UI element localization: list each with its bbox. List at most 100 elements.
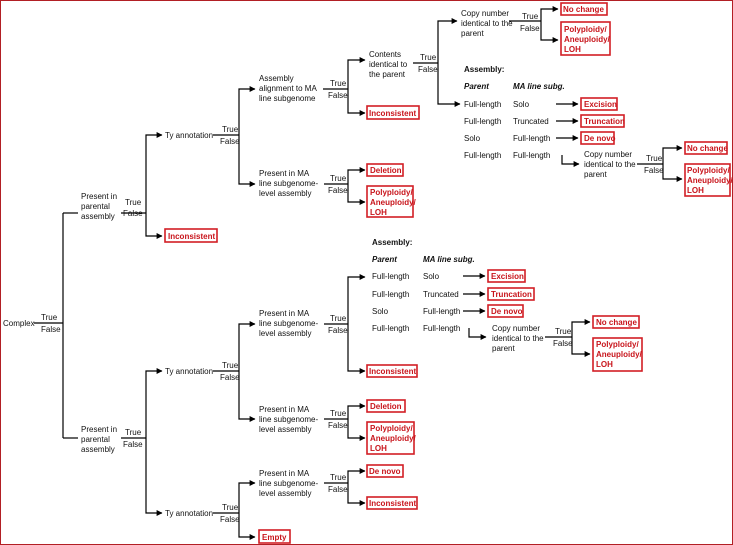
upper-tf5-true: True: [522, 12, 539, 21]
upper-tf6-true: True: [646, 154, 663, 163]
outcome-truncation-1: Truncation: [584, 117, 625, 126]
outcome-polyploidy-4-l1: Polyploidy/: [596, 340, 639, 349]
lower-row2-ma: Truncated: [423, 290, 459, 299]
outcome-no-change-1: No change: [563, 5, 604, 14]
lower-col-parent: Parent: [372, 255, 397, 264]
connectors: [34, 6, 683, 540]
present-ma-3-l3: level assembly: [259, 425, 311, 434]
upper-tf6-false: False: [644, 166, 664, 175]
outcome-de-novo-3: De novo: [369, 467, 401, 476]
outcome-polyploidy-2-l2: Aneuploidy/: [687, 176, 732, 185]
lower-tf7-true: True: [330, 473, 347, 482]
outcome-boxes: [164, 2, 731, 544]
upper-row2-ma: Truncated: [513, 117, 549, 126]
copy-number-3-l1: Copy number: [492, 324, 540, 333]
lower-tf3-true: True: [330, 314, 347, 323]
upper-tf2-true: True: [222, 125, 239, 134]
outcome-box-excision-1: [580, 97, 618, 111]
upper-present-parental-l1: Present in: [81, 192, 117, 201]
upper-row2-parent: Full-length: [464, 117, 501, 126]
contents-identical-l1: Contents: [369, 50, 401, 59]
outcome-box-de-novo-2: [487, 304, 524, 318]
root-label: Complex: [3, 319, 35, 328]
upper-row4-parent: Full-length: [464, 151, 501, 160]
lower-tf-true: True: [125, 428, 142, 437]
outcome-deletion-1: Deletion: [370, 166, 402, 175]
outcome-box-inconsistent-b: [366, 105, 420, 120]
outcome-box-polyploidy-5: [366, 421, 415, 455]
outcome-de-novo-2: De novo: [491, 307, 523, 316]
upper-tf7-true: True: [330, 174, 347, 183]
outcome-polyploidy-3-l2: Aneuploidy/: [370, 198, 417, 207]
outcome-box-truncation-1: [580, 114, 625, 128]
lower-row4-parent: Full-length: [372, 324, 409, 333]
present-ma-2-l1: Present in MA: [259, 309, 310, 318]
outcome-box-inconsistent-c: [366, 364, 418, 378]
copy-number-2-l3: parent: [584, 170, 607, 179]
lower-tf5-false: False: [328, 421, 348, 430]
outcome-no-change-3: No change: [596, 318, 637, 327]
assembly-alignment-l1: Assembly: [259, 74, 294, 83]
upper-present-parental-l2: parental: [81, 202, 110, 211]
outcome-inconsistent-c: Inconsistent: [369, 367, 416, 376]
lower-tf5-true: True: [330, 409, 347, 418]
copy-number-2-l1: Copy number: [584, 150, 632, 159]
outcome-box-no-change-3: [592, 315, 640, 329]
outcome-box-no-change-2: [684, 141, 728, 155]
root-false: False: [41, 325, 61, 334]
contents-identical-l2: identical to: [369, 60, 408, 69]
outcome-box-de-novo-3: [366, 464, 404, 478]
outcome-truncation-2: Truncation: [491, 290, 532, 299]
present-ma-3-l1: Present in MA: [259, 405, 310, 414]
copy-number-3-l3: parent: [492, 344, 515, 353]
present-ma-2-l2: line subgenome-: [259, 319, 318, 328]
upper-tf3-false: False: [328, 91, 348, 100]
copy-number-top-l3: parent: [461, 29, 484, 38]
outcome-box-polyploidy-3: [366, 185, 414, 218]
present-ma-4-l1: Present in MA: [259, 469, 310, 478]
upper-tf5-false: False: [520, 24, 540, 33]
lower-row3-parent: Solo: [372, 307, 389, 316]
upper-tf4-true: True: [420, 53, 437, 62]
upper-assembly-title: Assembly:: [464, 65, 504, 74]
outcome-box-empty: [258, 529, 291, 544]
lower-tf4-true: True: [555, 327, 572, 336]
lower-row2-parent: Full-length: [372, 290, 409, 299]
outcome-box-inconsistent-d: [366, 496, 418, 510]
outcome-polyploidy-1-l3: LOH: [564, 45, 581, 54]
outcome-box-inconsistent-a: [164, 228, 218, 243]
lower-row4-ma: Full-length: [423, 324, 460, 333]
present-ma-4-l3: level assembly: [259, 489, 311, 498]
lower-present-parental-l1: Present in: [81, 425, 117, 434]
outcome-polyploidy-3-l1: Polyploidy/: [370, 188, 413, 197]
present-ma-3-l2: line subgenome-: [259, 415, 318, 424]
upper-tf2-false: False: [220, 137, 240, 146]
outcome-empty: Empty: [262, 533, 287, 542]
outcome-excision-2: Excision: [491, 272, 524, 281]
outcome-box-de-novo-1: [580, 131, 615, 145]
root-true: True: [41, 313, 58, 322]
outcome-polyploidy-1-l1: Polyploidy/: [564, 25, 607, 34]
upper-tf7-false: False: [328, 186, 348, 195]
upper-row1-parent: Full-length: [464, 100, 501, 109]
lower-tf4-false: False: [553, 339, 573, 348]
outcome-box-polyploidy-1: [560, 21, 611, 56]
upper-tf4-false: False: [418, 65, 438, 74]
upper-row3-ma: Full-length: [513, 134, 550, 143]
upper-col-ma: MA line subg.: [513, 82, 565, 91]
outcome-deletion-2: Deletion: [370, 402, 402, 411]
outcome-box-polyploidy-2: [684, 163, 731, 197]
outcome-polyploidy-1-l2: Aneuploidy/: [564, 35, 611, 44]
outcome-inconsistent-b: Inconsistent: [369, 109, 416, 118]
present-ma-2-l3: level assembly: [259, 329, 311, 338]
lower-ty-annotation-2: Ty annotation: [165, 509, 213, 518]
lower-tf7-false: False: [328, 485, 348, 494]
assembly-alignment-l2: alignment to MA: [259, 84, 317, 93]
outcome-polyploidy-4-l2: Aneuploidy/: [596, 350, 643, 359]
lower-present-parental-l3: assembly: [81, 445, 115, 454]
present-ma-1-l1: Present in MA: [259, 169, 310, 178]
upper-present-parental-l3: assembly: [81, 212, 115, 221]
assembly-alignment-l3: line subgenome: [259, 94, 316, 103]
outcome-polyploidy-4-l3: LOH: [596, 360, 613, 369]
